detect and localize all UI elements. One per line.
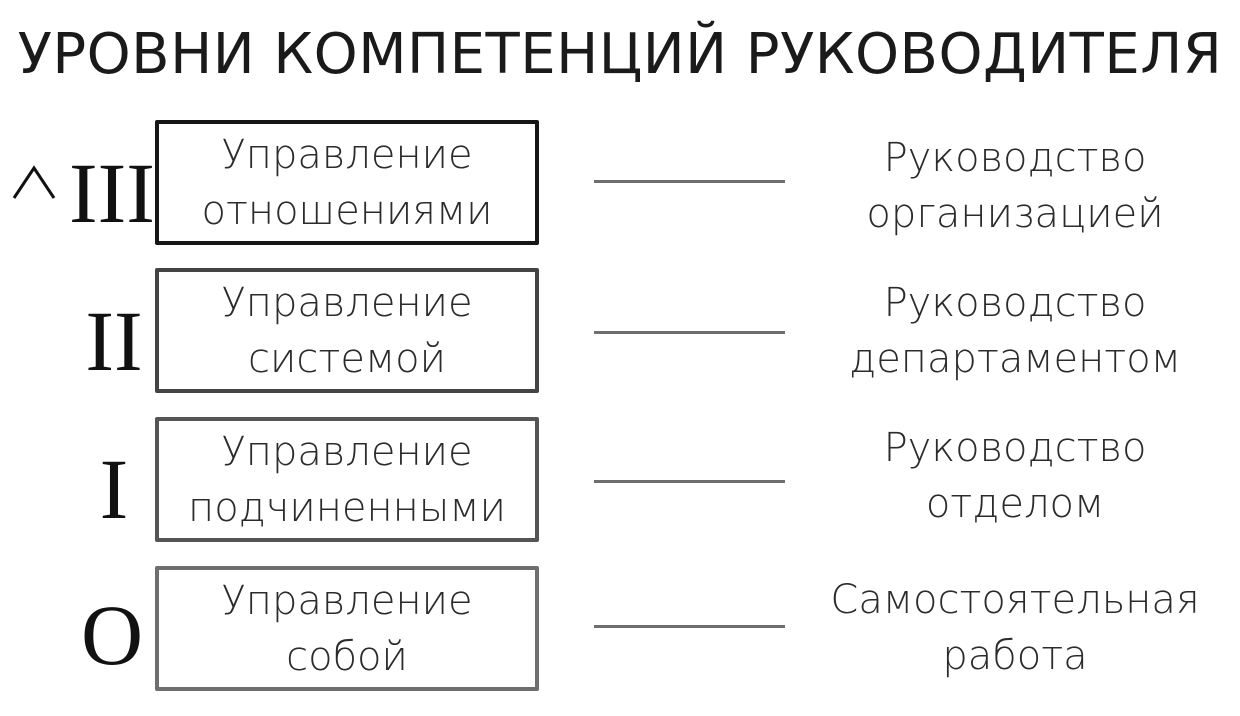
connector-line-ii: [594, 331, 785, 334]
level-box-line: Управление: [221, 279, 473, 326]
role-line: организацией: [866, 191, 1164, 237]
role-iii: Руководство организацией: [790, 130, 1240, 242]
level-box-line: собой: [286, 633, 408, 680]
role-line: работа: [942, 633, 1088, 679]
level-box-line: Управление: [221, 131, 473, 178]
connector-line-i: [594, 480, 785, 483]
level-numeral-ii: II: [85, 293, 143, 389]
role-o: Самостоятельная работа: [790, 572, 1240, 684]
role-line: Руководство: [883, 425, 1147, 471]
level-box-line: Управление: [221, 577, 473, 624]
level-box-iii: Управление отношениями: [155, 120, 539, 245]
level-numeral-i: I: [99, 441, 129, 537]
level-box-line: подчиненными: [188, 484, 506, 531]
role-ii: Руководство департаментом: [790, 275, 1240, 387]
page-title: УРОВНИ КОМПЕТЕНЦИЙ РУКОВОДИТЕЛЯ: [17, 22, 1223, 87]
role-line: Руководство: [883, 135, 1147, 181]
connector-line-iii: [594, 180, 785, 183]
role-line: Руководство: [883, 280, 1147, 326]
level-box-o: Управление собой: [155, 566, 539, 691]
level-box-line: отношениями: [201, 187, 493, 234]
role-i: Руководство отделом: [790, 420, 1240, 532]
connector-line-o: [594, 625, 785, 628]
role-line: департаментом: [849, 336, 1181, 382]
level-box-line: Управление: [221, 428, 473, 475]
level-numeral-iii: III: [69, 145, 155, 241]
level-box-i: Управление подчиненными: [155, 417, 539, 542]
level-box-ii: Управление системой: [155, 268, 539, 393]
level-box-line: системой: [248, 335, 446, 382]
role-line: Самостоятельная: [830, 577, 1200, 623]
level-numeral-o: O: [80, 587, 144, 683]
role-line: отделом: [925, 481, 1105, 527]
